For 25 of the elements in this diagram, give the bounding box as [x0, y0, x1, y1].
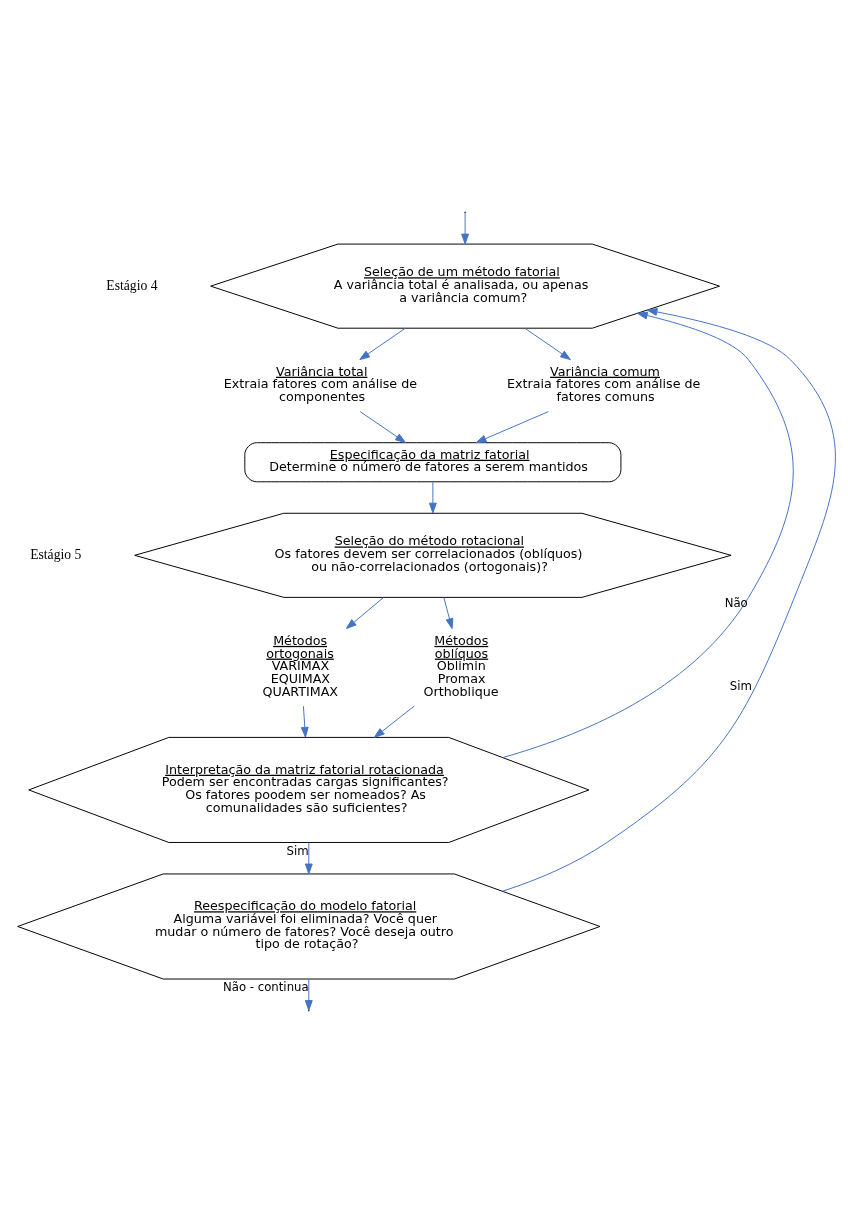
edge-label: Sim	[286, 843, 309, 858]
arrow	[475, 410, 549, 443]
node-box: Especificação da matriz fatorial Determine o número de fatores a serem mantidos	[244, 441, 622, 482]
arrow	[443, 596, 454, 629]
arrow	[502, 311, 794, 758]
arrow	[345, 596, 384, 629]
arrow	[300, 705, 309, 738]
arrow	[524, 327, 571, 360]
arrow	[428, 481, 437, 513]
node-text: Métodos oblíquos Oblimin Promax Orthoblique	[423, 632, 499, 699]
arrow	[501, 307, 836, 892]
edge-label: Não	[724, 595, 748, 610]
label: Estágio 5	[30, 546, 82, 562]
arrow	[304, 841, 313, 874]
node-text: Variância comum Extraia fatores com análise de fatores comuns	[507, 363, 701, 404]
arrow	[304, 978, 313, 1011]
label: Estágio 4	[106, 277, 158, 293]
node-text: Variância total Extraia fatores com análise de componentes	[223, 363, 418, 404]
arrow	[461, 211, 469, 244]
arrow	[373, 705, 415, 738]
arrow	[359, 410, 406, 443]
node-text: Métodos ortogonais VARIMAX EQUIMAX QUARTIMAX	[262, 632, 339, 699]
edge-label: Não - continua	[222, 979, 309, 994]
arrow	[359, 327, 406, 360]
edge-label: Sim	[729, 678, 752, 693]
